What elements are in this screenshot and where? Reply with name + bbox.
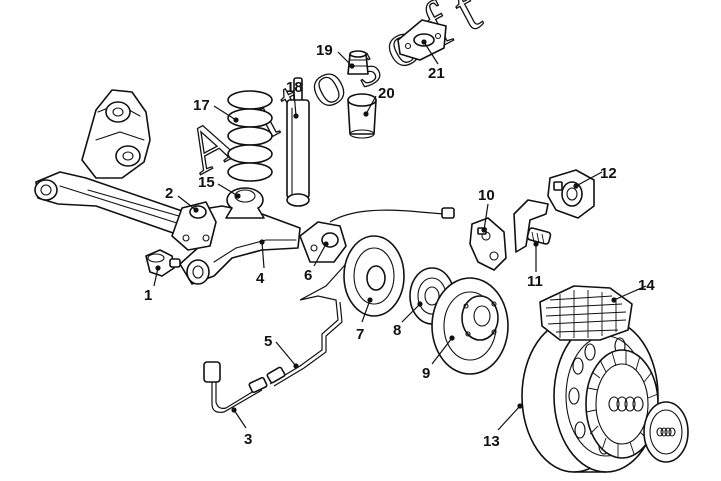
arrowhead-20 bbox=[363, 111, 369, 117]
arrowhead-6 bbox=[323, 241, 329, 247]
arrowhead-14 bbox=[611, 297, 617, 303]
callout-21: 21 bbox=[428, 65, 445, 82]
tire-tread-drawing bbox=[539, 285, 633, 341]
hub-cap-drawing bbox=[643, 401, 689, 463]
stub-axle-bracket-drawing bbox=[299, 221, 347, 263]
bump-stop-small-drawing bbox=[347, 50, 369, 75]
arrowhead-3 bbox=[231, 407, 237, 413]
callout-14: 14 bbox=[638, 277, 655, 294]
callout-labels: 1 2 3 4 5 6 7 8 9 10 11 12 13 14 15 17 1… bbox=[144, 42, 655, 450]
rear-axle-beam-drawing bbox=[34, 89, 301, 285]
callout-13: 13 bbox=[483, 433, 500, 450]
arrowhead-17 bbox=[233, 117, 239, 123]
rubber-bushing-drawing bbox=[145, 249, 181, 277]
arrowhead-10 bbox=[481, 227, 487, 233]
arrowhead-12 bbox=[573, 183, 579, 189]
arrowhead-9 bbox=[449, 335, 455, 341]
leader-20 bbox=[365, 95, 377, 115]
watermark: Autosoft bbox=[173, 0, 504, 188]
leader-17 bbox=[213, 105, 237, 121]
leader-2 bbox=[177, 195, 197, 211]
leader-10 bbox=[483, 203, 489, 231]
arrowhead-5 bbox=[293, 363, 299, 369]
leader-9 bbox=[431, 337, 453, 365]
callout-18: 18 bbox=[286, 79, 303, 96]
leader-18 bbox=[293, 91, 297, 117]
callout-12: 12 bbox=[600, 165, 617, 182]
leader-14 bbox=[613, 285, 647, 301]
callout-19: 19 bbox=[316, 42, 333, 59]
brake-backing-plate-drawing bbox=[343, 235, 405, 317]
shock-absorber-drawing bbox=[286, 77, 310, 207]
callout-17: 17 bbox=[193, 97, 210, 114]
leader-6 bbox=[313, 243, 327, 267]
leader-4 bbox=[261, 241, 265, 269]
leader-12 bbox=[575, 171, 603, 187]
callout-20: 20 bbox=[378, 85, 395, 102]
arrowhead-4 bbox=[259, 239, 265, 245]
coil-spring-drawing bbox=[227, 90, 273, 182]
arrowhead-13 bbox=[517, 403, 523, 409]
callout-5: 5 bbox=[264, 333, 272, 350]
callout-4: 4 bbox=[256, 270, 265, 287]
arrowhead-19 bbox=[349, 63, 355, 69]
leader-5 bbox=[275, 341, 297, 367]
arrowhead-18 bbox=[293, 113, 299, 119]
callout-8: 8 bbox=[393, 322, 401, 339]
leader-13 bbox=[497, 405, 521, 431]
callout-15: 15 bbox=[198, 174, 215, 191]
arrowhead-7 bbox=[367, 297, 373, 303]
spring-seat-drawing bbox=[225, 187, 265, 219]
callout-10: 10 bbox=[478, 187, 495, 204]
upper-brake-line-drawing bbox=[329, 207, 455, 223]
arrowhead-2 bbox=[193, 207, 199, 213]
arrowhead-1 bbox=[155, 265, 161, 271]
arrowhead-21 bbox=[421, 39, 427, 45]
callout-3: 3 bbox=[244, 431, 252, 448]
callout-11: 11 bbox=[527, 273, 543, 290]
leader-arrowheads bbox=[155, 39, 617, 413]
leader-21 bbox=[423, 41, 439, 65]
leader-lines bbox=[153, 41, 647, 431]
callout-7: 7 bbox=[356, 326, 364, 343]
brake-hose-lower-drawing bbox=[203, 361, 268, 413]
leader-15 bbox=[217, 183, 239, 197]
brake-disc-hub-drawing bbox=[431, 277, 509, 375]
leader-8 bbox=[401, 303, 421, 323]
arrowhead-11 bbox=[533, 241, 539, 247]
brake-line-drawing bbox=[266, 247, 361, 387]
arrowhead-15 bbox=[235, 193, 241, 199]
leader-1 bbox=[153, 267, 159, 287]
caliper-housing-drawing bbox=[547, 169, 595, 219]
callout-1: 1 bbox=[144, 287, 152, 304]
leader-3 bbox=[233, 409, 247, 429]
callout-2: 2 bbox=[165, 185, 173, 202]
leader-7 bbox=[361, 299, 371, 323]
brake-caliper-drawing bbox=[469, 217, 507, 271]
wheel-cover-drawing bbox=[585, 349, 659, 459]
callout-6: 6 bbox=[304, 267, 312, 284]
callout-9: 9 bbox=[422, 365, 430, 382]
leader-19 bbox=[337, 51, 353, 67]
watermark-text: Autosoft bbox=[173, 0, 503, 187]
arrowhead-8 bbox=[417, 301, 423, 307]
caliper-bracket-drawing bbox=[513, 199, 552, 253]
bump-stop-drawing bbox=[347, 93, 377, 139]
